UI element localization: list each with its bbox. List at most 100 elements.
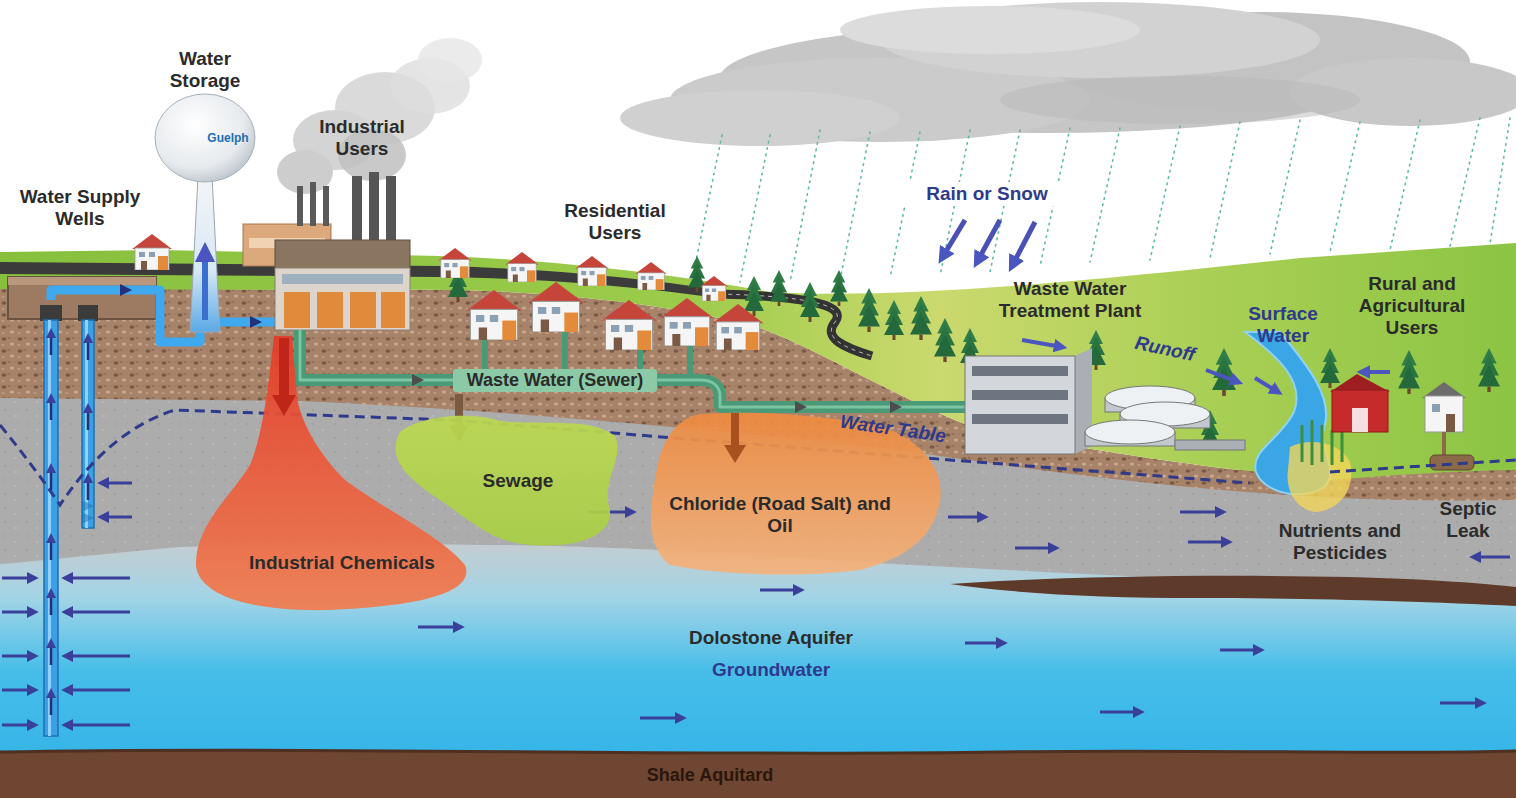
well-flow-arrows-part xyxy=(50,537,53,560)
callout-label: Rain or Snow xyxy=(892,182,1082,206)
label-holder: Water Storage xyxy=(153,48,258,92)
supply-pipe-part xyxy=(51,290,200,342)
groundwater-flow-arrows-part xyxy=(1100,711,1140,714)
houses-part xyxy=(466,290,522,340)
groundwater-flow-arrows-part xyxy=(760,589,800,592)
factory-part xyxy=(369,172,379,246)
houses-part xyxy=(700,276,728,301)
treatment-plant-part xyxy=(1085,420,1175,444)
groundwater-flow-arrows-part xyxy=(965,642,1003,645)
callout-label: Water Storage xyxy=(153,48,258,92)
groundwater-flow-arrows-part xyxy=(66,689,130,692)
groundwater-flow-arrows-part xyxy=(2,689,34,692)
factory-part xyxy=(284,292,310,328)
well-flow-arrows-part xyxy=(87,477,90,500)
trees-part xyxy=(1478,348,1500,392)
well-flow-arrows xyxy=(51,332,88,715)
label-holder: Surface Water xyxy=(1231,303,1335,347)
rain-part xyxy=(1390,120,1420,250)
cloud xyxy=(620,2,1516,146)
farm-part xyxy=(1352,408,1368,432)
wells-part xyxy=(82,500,94,524)
wells-part xyxy=(85,320,88,528)
groundwater-flow-arrows-part xyxy=(1015,547,1055,550)
callout-label: Dolostone Aquifer xyxy=(661,627,881,649)
groundwater-flow-arrows-part xyxy=(102,482,132,485)
groundwater-flow-arrows-part xyxy=(2,655,34,658)
rain-arrows xyxy=(942,220,1035,266)
rain-arrows-part xyxy=(942,220,965,258)
houses-part xyxy=(712,304,763,350)
well-flow-arrows-part xyxy=(87,407,90,430)
trees-part xyxy=(1398,350,1420,394)
house-left xyxy=(132,234,172,270)
groundwater-flow-arrows-part xyxy=(66,611,130,614)
trees-part xyxy=(910,296,932,340)
rain-part xyxy=(1450,118,1480,246)
region-label: Sewage xyxy=(468,470,568,492)
treatment-plant-part xyxy=(1175,440,1245,450)
ground-layers xyxy=(0,243,1516,798)
groundwater-flow-arrows-part xyxy=(418,626,460,629)
callout-label: Residential Users xyxy=(551,200,679,244)
callout-label: Rural and Agricultural Users xyxy=(1342,273,1482,339)
road xyxy=(0,262,872,356)
callout-label: Waste Water (Sewer) xyxy=(453,369,657,392)
seepage-arrow xyxy=(272,338,296,416)
label-holder: Residential Users xyxy=(551,200,679,244)
sewer-pipe-part xyxy=(300,330,968,407)
factory-part xyxy=(352,176,362,246)
label-holder: Waste Water (Sewer) xyxy=(453,369,657,392)
rain-part xyxy=(790,130,820,282)
factory-part xyxy=(381,292,405,328)
callout-label: Septic Leak xyxy=(1431,498,1505,542)
runoff-arrows-part xyxy=(1022,340,1062,347)
cloud-part xyxy=(840,6,1140,54)
callout-label: Runoff xyxy=(1124,330,1207,368)
groundwater-flow-arrows-part xyxy=(1440,702,1482,705)
callout-label: Shale Aquitard xyxy=(610,765,810,786)
rain-part xyxy=(1210,122,1240,258)
wells-part xyxy=(78,305,98,321)
supply-pipe-part xyxy=(250,316,262,328)
houses-part xyxy=(575,256,608,286)
water-tower-part xyxy=(155,94,255,182)
sewage-plume: Sewage xyxy=(385,395,625,555)
groundwater-flow-arrows-part xyxy=(948,516,984,519)
label-holder: Groundwater xyxy=(681,659,861,681)
region-shape xyxy=(651,413,941,575)
water-tower-part xyxy=(190,176,220,332)
groundwater-flow-arrows-part xyxy=(2,611,34,614)
ground-layers-part xyxy=(0,750,1516,798)
groundwater-flow-arrows-part xyxy=(66,577,130,580)
houses-part xyxy=(505,252,538,282)
farm-part-part xyxy=(1311,420,1314,465)
well-flow-arrows-part xyxy=(50,467,53,490)
supply-pipe xyxy=(51,284,282,342)
supply-pipe-part xyxy=(212,318,282,327)
sewer-pipe-part xyxy=(485,332,690,380)
runoff-arrows xyxy=(1022,340,1390,392)
groundwater-flow-arrows-part xyxy=(1188,541,1228,544)
label-holder: Shale Aquitard xyxy=(610,765,810,786)
farm-part-part xyxy=(1321,425,1324,462)
farm-part xyxy=(1332,390,1388,432)
factory-part xyxy=(282,274,403,284)
farm-part xyxy=(1446,414,1455,432)
callout-label: Groundwater xyxy=(681,659,861,681)
treatment-plant xyxy=(965,348,1245,454)
rain-arrows-part xyxy=(1012,222,1035,266)
label-holder: Rain or Snow xyxy=(892,182,1082,206)
region-shape xyxy=(396,416,618,546)
well-flow-arrows-part xyxy=(50,332,53,355)
factory xyxy=(243,172,410,330)
house-left-part xyxy=(132,234,172,270)
water-tower-part xyxy=(202,250,208,320)
rain-part xyxy=(740,135,770,282)
rain-part xyxy=(1330,122,1360,252)
wells xyxy=(8,277,156,736)
